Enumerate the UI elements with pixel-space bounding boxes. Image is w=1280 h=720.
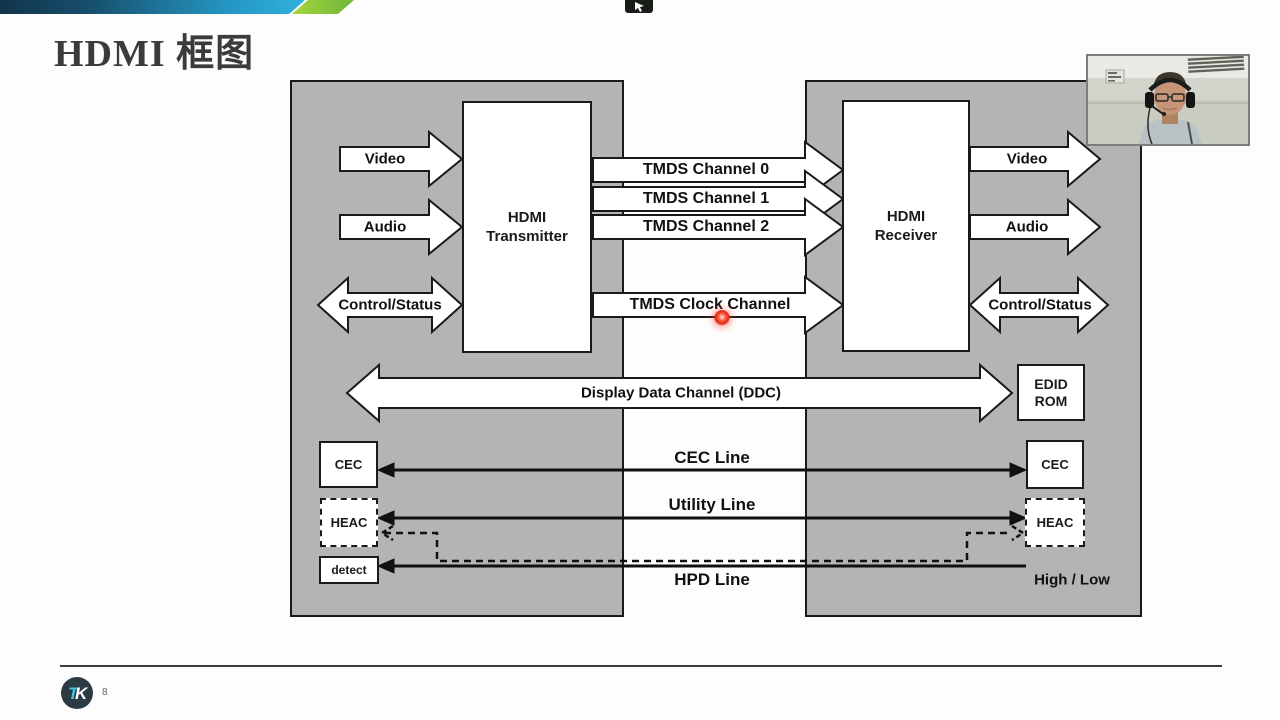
- ceiling-vent: [1187, 56, 1245, 73]
- transmitter-label-line1: HDMI: [507, 208, 547, 226]
- control-status-left-label: Control/Status: [338, 296, 442, 314]
- cursor-icon: [634, 1, 644, 12]
- webcam-overlay: [1086, 54, 1250, 146]
- heac-sink-box: HEAC: [1025, 498, 1085, 547]
- receiver-label-line1: HDMI: [886, 207, 926, 225]
- wall-notice: [1105, 69, 1125, 84]
- brand-logo: T K: [61, 677, 93, 709]
- hpd-state-label: High / Low: [1034, 571, 1110, 589]
- receiver-label-line2: Receiver: [874, 227, 938, 244]
- presenter-video: [1088, 56, 1248, 144]
- top-accent-bar-blue: [0, 0, 305, 14]
- audio-in-label: Audio: [363, 218, 407, 236]
- presenter-toolbar-tab[interactable]: [625, 0, 653, 13]
- utility-line-label: Utility Line: [668, 495, 756, 514]
- hpd-line-label: HPD Line: [674, 570, 750, 589]
- control-status-right-label: Control/Status: [988, 296, 1092, 314]
- tmds-channel1-label: TMDS Channel 1: [642, 190, 770, 207]
- video-in-label: Video: [364, 150, 406, 168]
- hdmi-receiver-box: HDMI Receiver: [842, 100, 970, 352]
- top-accent-bar-green: [292, 0, 354, 14]
- hdmi-transmitter-box: HDMI Transmitter: [462, 101, 592, 353]
- edid-label-line2: ROM: [1034, 392, 1068, 409]
- transmitter-label-line2: Transmitter: [486, 228, 568, 245]
- edid-label-line1: EDID: [1034, 375, 1068, 392]
- cec-source-box: CEC: [319, 441, 378, 488]
- detect-box: detect: [319, 556, 379, 584]
- page-number: 8: [102, 687, 108, 698]
- cec-sink-box: CEC: [1026, 440, 1084, 489]
- ddc-label: Display Data Channel (DDC): [580, 384, 782, 402]
- cec-line-label: CEC Line: [674, 448, 750, 467]
- laser-pointer-dot: [714, 310, 730, 326]
- tmds-channel0-label: TMDS Channel 0: [642, 161, 770, 178]
- edid-rom-box: EDID ROM: [1017, 364, 1085, 421]
- logo-letter-k: K: [75, 684, 89, 703]
- video-out-label: Video: [1006, 150, 1048, 168]
- tmds-channel2-label: TMDS Channel 2: [642, 218, 770, 235]
- logo-letter-t: T: [68, 684, 80, 703]
- page-title: HDMI 框图: [54, 33, 255, 75]
- heac-source-box: HEAC: [320, 498, 378, 547]
- footer-divider: [60, 665, 1222, 667]
- presenter-figure: [1138, 72, 1202, 144]
- audio-out-label: Audio: [1005, 218, 1049, 236]
- tmds-clock-label: TMDS Clock Channel: [629, 296, 791, 313]
